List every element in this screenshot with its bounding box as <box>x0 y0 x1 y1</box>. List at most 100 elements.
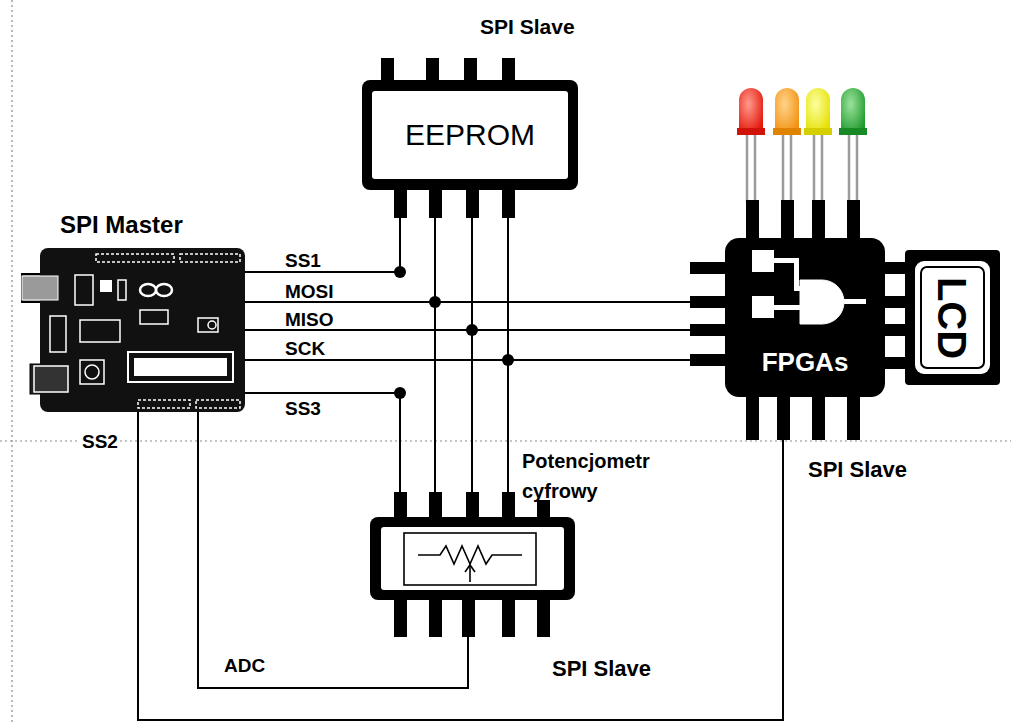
part-name: Potencjometr cyfrowy <box>522 446 667 506</box>
arduino-board-part <box>196 400 240 408</box>
role-label: SPI Slave <box>552 656 651 681</box>
eeprom-chip <box>362 58 578 218</box>
fpga-chip-part <box>690 296 727 308</box>
fpga-chip-part-part <box>786 305 804 310</box>
arduino-board-part <box>22 276 58 300</box>
bus-wire-line <box>245 218 508 360</box>
lcd-module <box>905 250 1000 385</box>
fpga-chip-part <box>847 200 860 240</box>
bus-wire-line <box>245 393 400 492</box>
led-row-part-part <box>821 134 824 202</box>
eeprom-chip-part <box>394 188 407 218</box>
bus-wire-line <box>245 218 472 330</box>
arduino-board-part <box>100 280 112 292</box>
bus-wire-line <box>245 218 435 302</box>
digital-potentiometer-chip-part <box>394 492 407 519</box>
fpga-chip-part <box>690 354 727 366</box>
arduino-board-part <box>75 275 93 305</box>
arduino-board-part <box>156 284 172 296</box>
signal-name: SS3 <box>283 399 323 418</box>
arduino-board-part <box>85 365 99 379</box>
fpga-chip-part <box>690 324 727 336</box>
bus-wire <box>245 393 400 492</box>
led-row-part-part <box>813 134 816 202</box>
role-label: SPI Slave <box>808 457 907 482</box>
led-row-part-part <box>782 134 785 202</box>
role-label-holder: SPI Slave <box>552 656 651 681</box>
arduino-board-part <box>138 400 190 408</box>
eeprom-chip-part <box>372 91 568 179</box>
lcd-module-part <box>915 261 990 374</box>
lcd-module-part <box>921 267 984 368</box>
led-row-part-part <box>746 134 749 202</box>
chip-label: FPGAs <box>762 348 849 378</box>
arduino-board-part <box>22 274 62 302</box>
signal-name: MISO <box>283 310 336 329</box>
spi-master-node: SPI Master <box>40 248 245 412</box>
lcd-node: LCD <box>905 250 1000 385</box>
led-row-part <box>839 128 867 135</box>
fpga-chip-part <box>752 250 866 324</box>
bus-wire <box>198 412 468 688</box>
role-label-holder: SPI Slave <box>808 457 907 482</box>
led-row-part-part <box>790 134 793 202</box>
fpga-chip-part <box>781 200 794 240</box>
digital-potentiometer-chip-part <box>537 500 550 519</box>
fpga-chip-part-part <box>844 299 866 304</box>
resistor-symbol-part <box>418 546 522 564</box>
eeprom-chip-part <box>464 58 477 82</box>
eeprom-chip-part <box>426 58 439 82</box>
signal-name: SCK <box>283 339 327 358</box>
digital-potentiometer-chip-part <box>462 598 475 637</box>
arduino-board-part <box>34 366 68 392</box>
signal-name: ADC <box>222 656 267 675</box>
role-label-holder: SPI Slave <box>480 15 575 39</box>
eeprom-chip-part <box>466 188 479 218</box>
bus-wire-line <box>245 218 400 272</box>
arduino-board-part <box>30 364 70 394</box>
led-row-part-part <box>856 134 859 202</box>
fpga-chip-part-part <box>752 250 774 272</box>
fpga-chip-part <box>777 395 790 440</box>
bus-wire-line <box>245 360 508 492</box>
digital-potentiometer-chip-part <box>466 492 479 519</box>
eeprom-chip-part <box>362 80 578 190</box>
digital-potentiometer-chip-part <box>370 517 575 600</box>
resistor-symbol-part <box>465 565 475 572</box>
fpga-chip-part <box>800 280 844 324</box>
eeprom-chip-part <box>502 188 515 218</box>
signal-name: SS2 <box>80 432 120 451</box>
arduino-board-part <box>208 321 216 329</box>
led-row-part <box>806 88 830 134</box>
fpga-chip-part <box>690 262 727 274</box>
led-row-part <box>773 128 801 135</box>
arduino-board-part <box>50 316 66 352</box>
led-row-part <box>747 134 857 202</box>
fpga-chip-part <box>883 357 907 369</box>
fpga-chip-node: FPGAsSPI Slave <box>690 200 905 440</box>
eeprom-chip-part <box>429 188 442 218</box>
chip-label: EEPROM <box>405 118 535 153</box>
digital-potentiometer-chip-part <box>429 492 442 519</box>
resistor-symbol-part <box>469 566 471 582</box>
led-row-part <box>775 88 799 134</box>
bus-wire <box>138 412 783 720</box>
eeprom-chip-part <box>502 58 515 82</box>
bus-wire <box>245 330 472 492</box>
fpga-chip-part <box>812 200 825 240</box>
role-label-holder: SPI Master <box>60 211 183 239</box>
junction-dots <box>394 266 514 399</box>
digital-potentiometer-chip-part <box>429 598 442 637</box>
eeprom-chip-node: EEPROMSPI Slave <box>362 58 578 218</box>
digital-potentiometer-chip-part <box>381 527 564 590</box>
led-row-part <box>737 128 765 135</box>
arduino-board-part <box>96 254 174 262</box>
arduino-board-part <box>180 254 240 262</box>
arduino-board <box>22 248 245 412</box>
fpga-chip-part-part <box>800 280 844 324</box>
lcd-label: LCD <box>930 276 976 358</box>
signal-name: MOSI <box>283 282 336 301</box>
bus-wire-line <box>245 330 472 492</box>
